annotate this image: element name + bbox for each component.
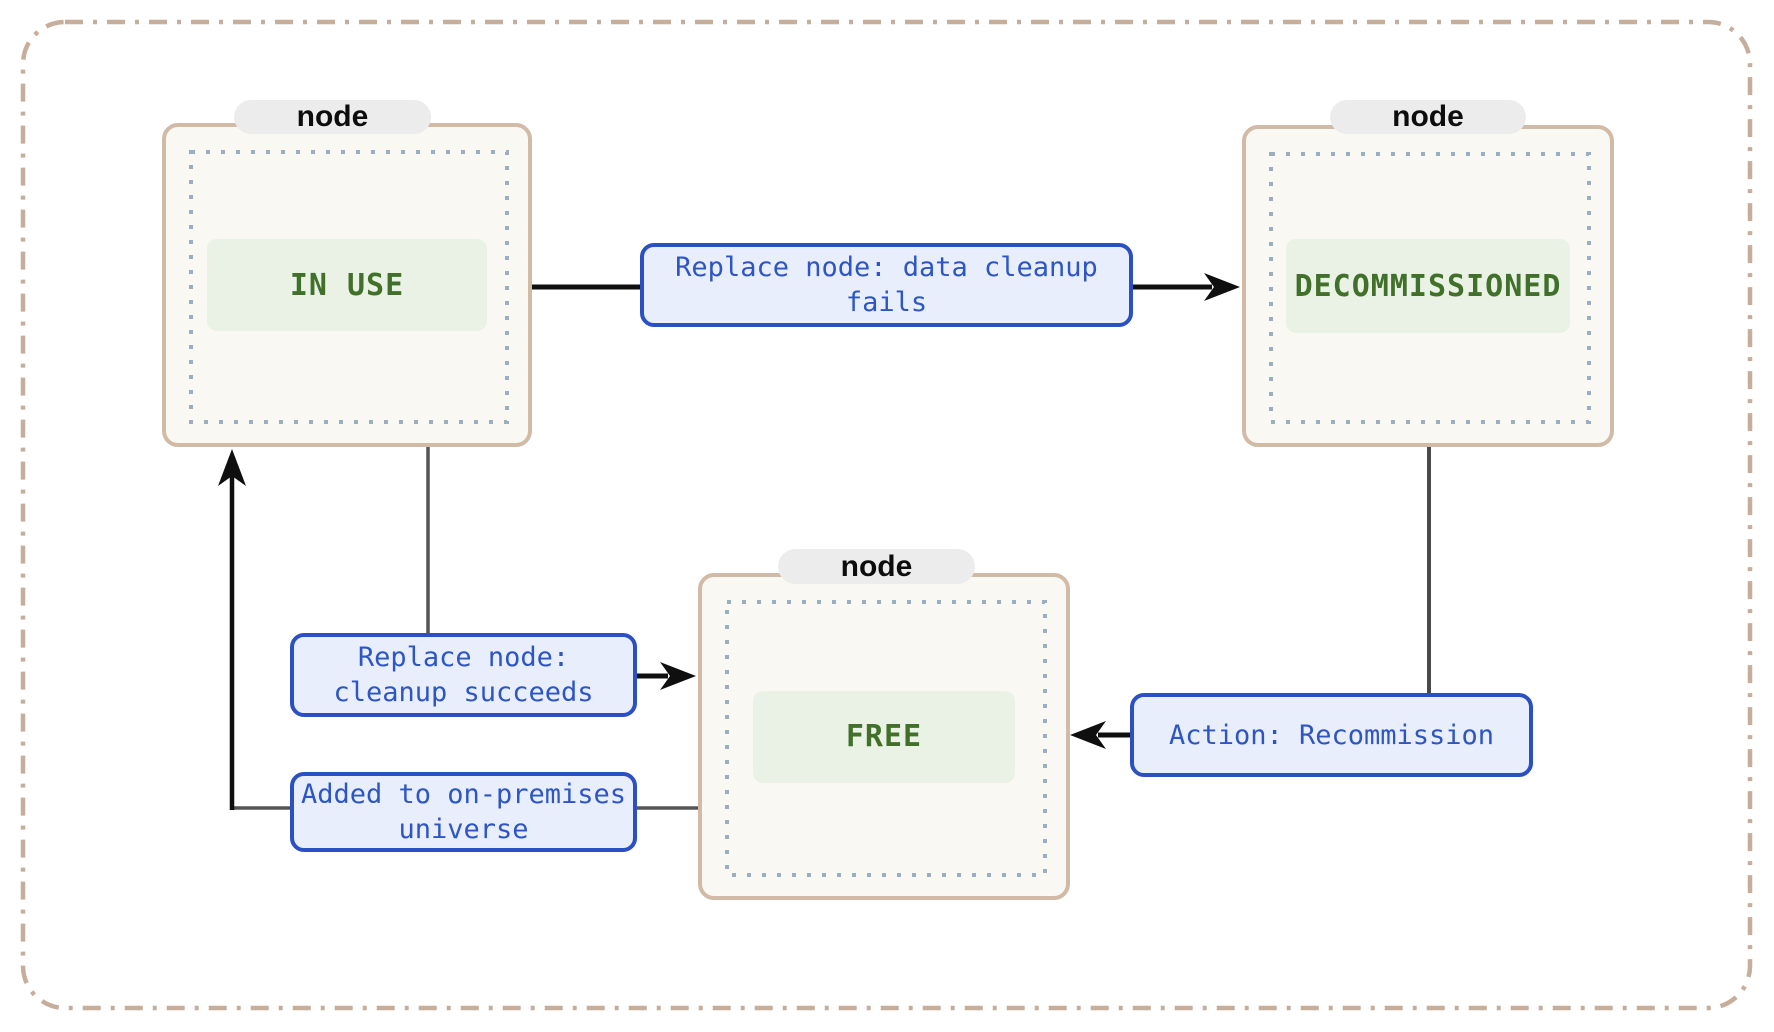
- dotted-inner-border: [189, 150, 509, 424]
- arrowhead-up-icon: [218, 449, 246, 486]
- edge-label-replace-succeeds: Replace node: cleanup succeeds: [290, 633, 637, 717]
- state-label-free: FREE: [753, 690, 1015, 783]
- edge-label-added-to-universe: Added to on-premises universe: [290, 772, 637, 852]
- state-node-free: FREE: [698, 573, 1070, 900]
- edge-label-replace-fails: Replace node: data cleanup fails: [640, 243, 1133, 327]
- state-label-in-use: IN USE: [207, 239, 487, 331]
- state-node-decommissioned: DECOMMISSIONED: [1242, 125, 1614, 447]
- node-type-pill: node: [778, 549, 975, 584]
- arrowhead-right-icon: [660, 662, 696, 690]
- state-node-in-use: IN USE: [162, 123, 532, 447]
- node-type-pill: node: [234, 100, 431, 134]
- edge-label-action-recommission: Action: Recommission: [1130, 693, 1533, 777]
- node-type-pill: node: [1330, 100, 1526, 134]
- edge-label-added-corner: [230, 474, 290, 810]
- state-label-decommissioned: DECOMMISSIONED: [1286, 239, 1570, 333]
- arrowhead-right-icon: [1204, 273, 1240, 301]
- dotted-inner-border: [1269, 152, 1591, 424]
- arrowhead-left-icon: [1070, 721, 1106, 749]
- dotted-inner-border: [725, 600, 1047, 877]
- outer-dashed-frame: [20, 19, 1753, 1011]
